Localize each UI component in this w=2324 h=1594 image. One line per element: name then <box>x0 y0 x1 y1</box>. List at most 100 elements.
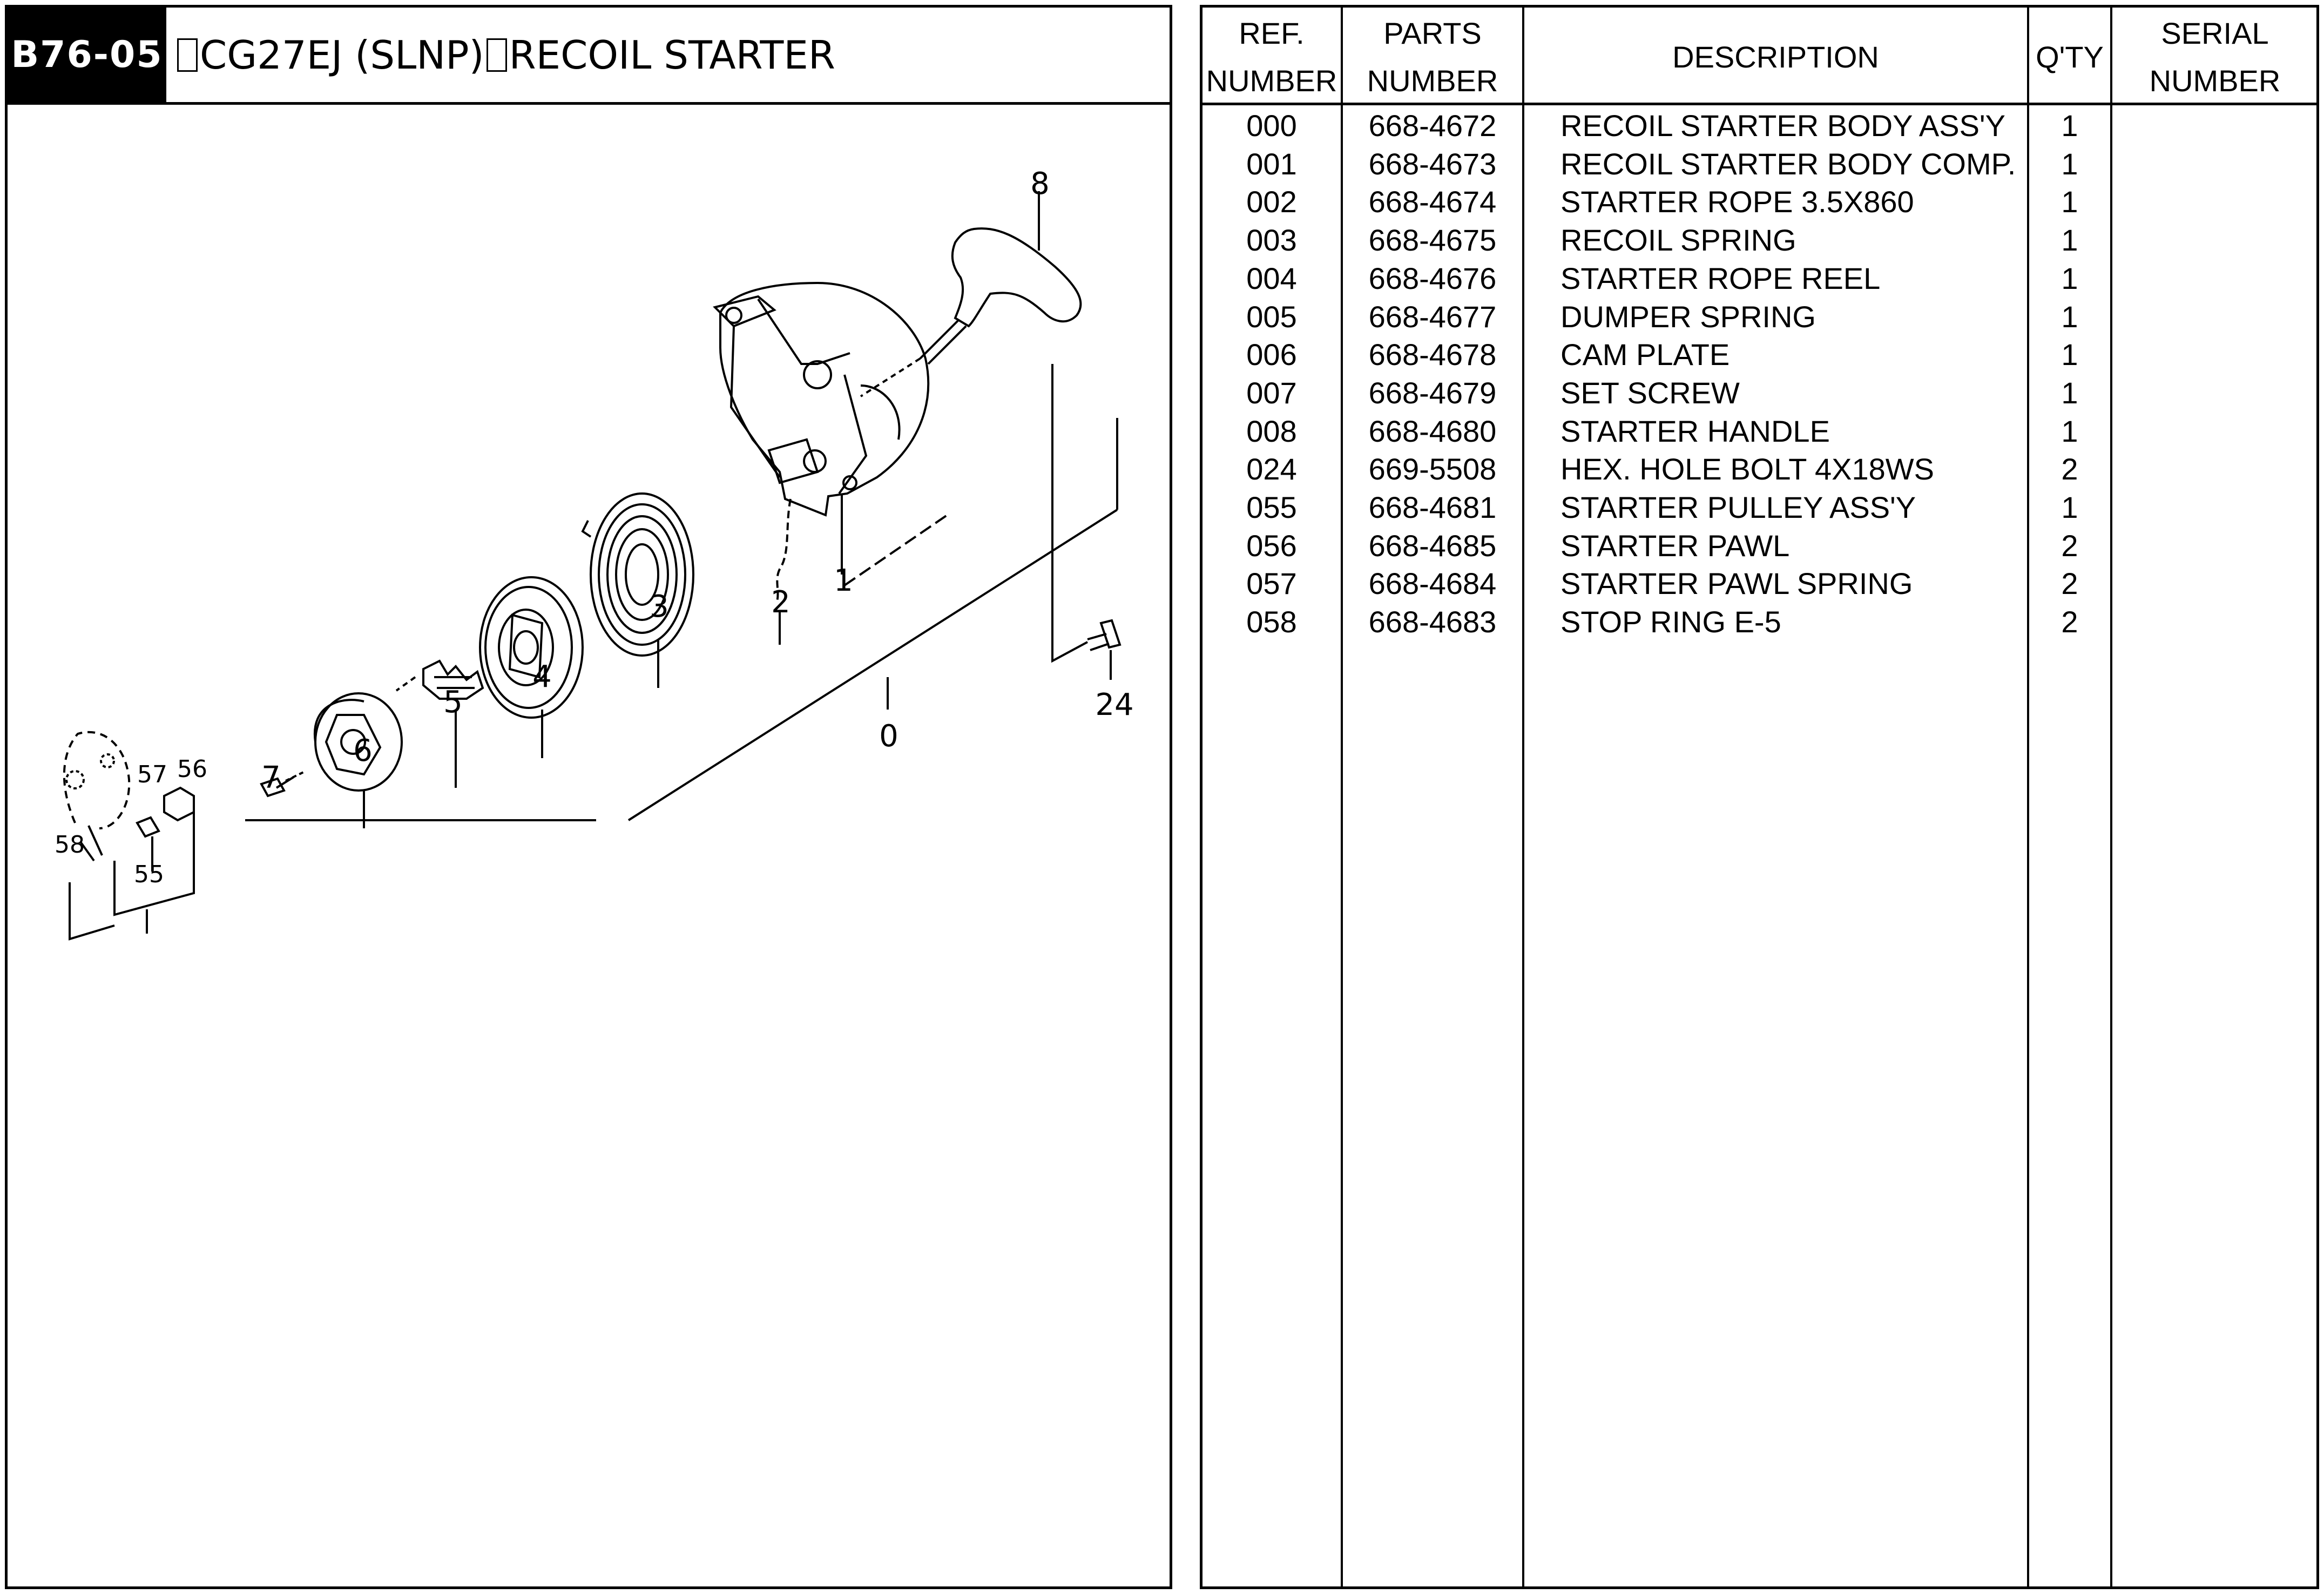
description-cell: STOP RING E-5 <box>1560 605 1781 639</box>
header-ref-line1: REF. <box>1239 16 1305 50</box>
callout-24: 24 <box>1095 687 1133 722</box>
part-number-cell: 668-4679 <box>1368 375 1497 410</box>
header-serial-line2: NUMBER <box>2149 64 2281 98</box>
qty-cell: 2 <box>2061 528 2078 563</box>
column-divider <box>1522 8 1524 1586</box>
qty-cell: 1 <box>2061 223 2078 258</box>
header-parts-line2: NUMBER <box>1367 64 1498 98</box>
bracket-glyph-close <box>486 38 507 72</box>
column-divider <box>2027 8 2029 1586</box>
cam-plate-part <box>313 692 403 828</box>
title-section: RECOIL STARTER <box>509 32 835 78</box>
recoil-spring-part <box>581 492 694 688</box>
part-number-cell: 668-4676 <box>1368 261 1497 295</box>
table-row: 057 668-4684 STARTER PAWL SPRING 2 <box>1202 564 2316 603</box>
part-number-cell: 668-4673 <box>1368 146 1497 181</box>
qty-cell: 1 <box>2061 109 2078 143</box>
callout-55: 55 <box>134 861 164 888</box>
qty-cell: 1 <box>2061 299 2078 334</box>
diagram-header: B76-05 CG27EJ (SLNP) RECOIL STARTER <box>8 8 1170 105</box>
ref-cell: 004 <box>1246 261 1297 295</box>
ref-cell: 006 <box>1246 337 1297 372</box>
table-row: 003 668-4675 RECOIL SPRING 1 <box>1202 221 2316 259</box>
description-cell: STARTER ROPE REEL <box>1560 261 1881 295</box>
description-cell: STARTER PAWL <box>1560 528 1790 563</box>
qty-cell: 1 <box>2061 490 2078 524</box>
starter-rope-part <box>776 498 792 645</box>
part-number-cell: 668-4677 <box>1368 299 1497 334</box>
callout-8: 8 <box>1030 166 1050 201</box>
starter-handle-part <box>860 191 1082 397</box>
description-cell: CAM PLATE <box>1560 337 1730 372</box>
set-screw-part <box>260 771 305 798</box>
hex-hole-bolt-part <box>1087 619 1122 680</box>
title-model: CG27EJ (SLNP) <box>200 32 484 78</box>
qty-cell: 1 <box>2061 414 2078 448</box>
header-ref-number: REF. NUMBER <box>1202 8 1341 103</box>
part-number-cell: 668-4685 <box>1368 528 1497 563</box>
callout-2: 2 <box>771 585 791 620</box>
description-cell: STARTER ROPE 3.5X860 <box>1560 185 1914 219</box>
qty-cell: 1 <box>2061 146 2078 181</box>
part-number-cell: 668-4684 <box>1368 566 1497 601</box>
exploded-parts-diagram: 8 1 2 3 4 5 6 7 0 24 56 57 58 55 <box>55 166 1134 941</box>
part-number-cell: 669-5508 <box>1368 452 1497 487</box>
ref-cell: 008 <box>1246 414 1297 448</box>
description-cell: STARTER HANDLE <box>1560 414 1830 448</box>
header-qty: Q'TY <box>2036 40 2104 74</box>
ref-cell: 005 <box>1246 299 1297 334</box>
part-number-cell: 668-4675 <box>1368 223 1497 258</box>
callout-3: 3 <box>650 589 669 624</box>
part-number-cell: 668-4672 <box>1368 109 1497 143</box>
description-cell: HEX. HOLE BOLT 4X18WS <box>1560 452 1934 487</box>
header-description: DESCRIPTION <box>1672 40 1879 74</box>
qty-cell: 2 <box>2061 566 2078 601</box>
recoil-starter-body-part <box>713 281 930 575</box>
page-title: CG27EJ (SLNP) RECOIL STARTER <box>175 8 835 102</box>
ref-cell: 055 <box>1246 490 1297 524</box>
callout-57: 57 <box>137 761 167 788</box>
part-number-cell: 668-4674 <box>1368 185 1497 219</box>
description-cell: SET SCREW <box>1560 375 1740 410</box>
qty-cell: 1 <box>2061 375 2078 410</box>
assembly-bracket-lines <box>245 364 1118 821</box>
description-cell: RECOIL SPRING <box>1560 223 1796 258</box>
description-cell: STARTER PULLEY ASS'Y <box>1560 490 1916 524</box>
qty-cell: 2 <box>2061 452 2078 487</box>
part-number-cell: 668-4683 <box>1368 605 1497 639</box>
header-parts-number: PARTS NUMBER <box>1343 8 1522 103</box>
ref-cell: 000 <box>1246 109 1297 143</box>
table-row: 007 668-4679 SET SCREW 1 <box>1202 374 2316 412</box>
description-cell: STARTER PAWL SPRING <box>1560 566 1913 601</box>
part-number-cell: 668-4678 <box>1368 337 1497 372</box>
table-row: 055 668-4681 STARTER PULLEY ASS'Y 1 <box>1202 488 2316 526</box>
page-code: B76-05 <box>8 8 166 102</box>
header-parts-line1: PARTS <box>1383 16 1482 50</box>
callout-7: 7 <box>261 760 281 795</box>
ref-cell: 057 <box>1246 566 1297 601</box>
dumper-spring-part <box>395 659 484 788</box>
header-divider <box>1202 103 2316 105</box>
header-ref-line2: NUMBER <box>1206 64 1337 98</box>
part-number-cell: 668-4680 <box>1368 414 1497 448</box>
qty-cell: 1 <box>2061 185 2078 219</box>
part-number-cell: 668-4681 <box>1368 490 1497 524</box>
rope-reel-part <box>479 576 584 758</box>
description-cell: DUMPER SPRING <box>1560 299 1816 334</box>
table-row: 056 668-4685 STARTER PAWL 2 <box>1202 526 2316 565</box>
diagram-panel: B76-05 CG27EJ (SLNP) RECOIL STARTER <box>5 5 1172 1589</box>
qty-cell: 1 <box>2061 337 2078 372</box>
ref-cell: 003 <box>1246 223 1297 258</box>
callout-1: 1 <box>834 563 853 598</box>
ref-cell: 056 <box>1246 528 1297 563</box>
column-divider <box>1341 8 1343 1586</box>
qty-cell: 2 <box>2061 605 2078 639</box>
callout-5: 5 <box>443 685 463 720</box>
callout-56: 56 <box>177 755 207 783</box>
column-divider <box>2110 8 2112 1586</box>
ref-cell: 007 <box>1246 375 1297 410</box>
